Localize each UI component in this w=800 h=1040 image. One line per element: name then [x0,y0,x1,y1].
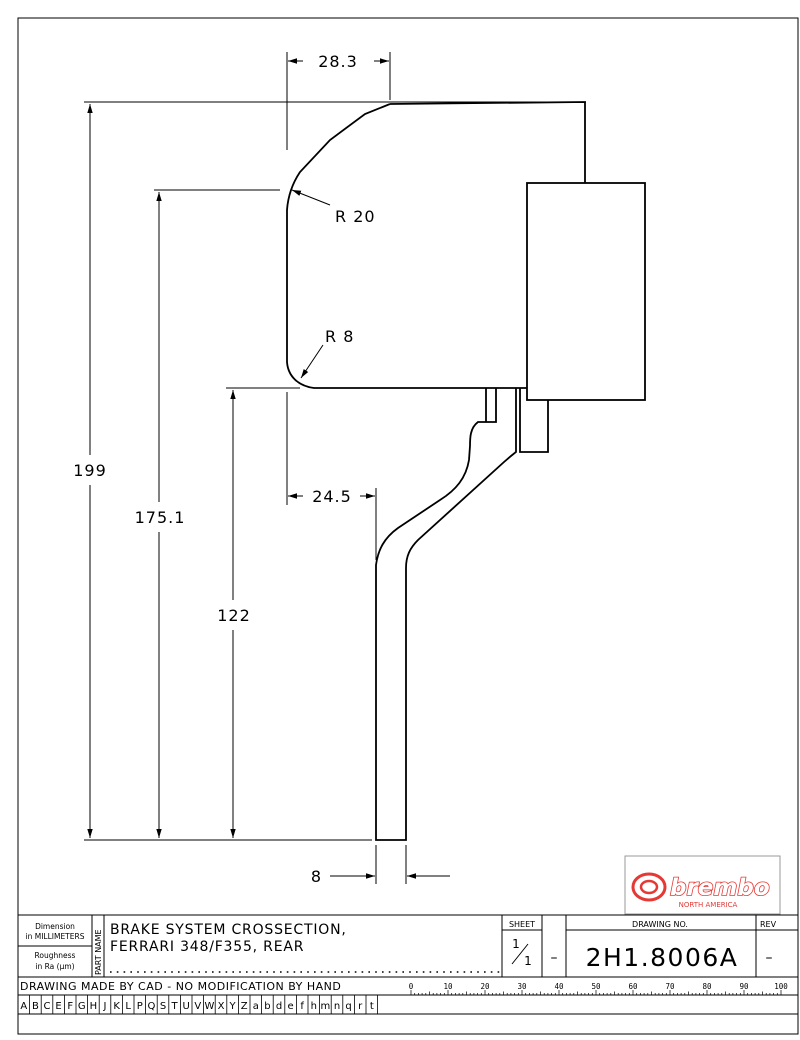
drawing-number: 2H1.8006A [586,943,739,972]
roughness-label: Roughness [35,951,76,960]
letter-glyph: e [288,1001,294,1012]
letter-glyph: P [137,1001,143,1012]
letter-glyph: Z [241,1001,248,1012]
brand-subtitle: NORTH AMERICA [679,901,738,909]
letter-glyph: T [171,1001,179,1012]
scale-label: 80 [702,982,712,991]
letter-glyph: d [276,1001,282,1012]
leader-r20 [291,189,331,206]
dimensions: 28.3 R 20 R 8 199 175.1 122 24.5 [73,52,586,886]
scale-label: 100 [774,982,788,991]
letter-glyph: Y [229,1001,237,1012]
dim-thickness: 8 [311,867,321,886]
letter-glyph: Q [147,1001,155,1012]
rev-value: – [766,950,773,966]
dim-radius-small: R 8 [325,327,354,346]
dim-offset-width: 24.5 [312,487,352,506]
letter-glyph: H [90,1001,98,1012]
letter-glyph: J [103,1001,107,1012]
letter-glyph: X [218,1001,225,1012]
dim-height-total: 199 [73,461,107,480]
letter-glyph: n [334,1001,340,1012]
part-name-line1: BRAKE SYSTEM CROSSECTION, [110,922,347,938]
letter-glyph: K [113,1001,120,1012]
letter-glyph: A [20,1001,27,1012]
letter-glyph: G [78,1001,86,1012]
letter-glyph: V [194,1001,201,1012]
letter-glyph: L [125,1001,131,1012]
sheet-label: SHEET [509,920,535,929]
letter-glyph: h [311,1001,317,1012]
scale-label: 70 [665,982,675,991]
scale-label: 60 [628,982,638,991]
scale-label: 0 [409,982,414,991]
dim-top-width: 28.3 [318,52,358,71]
letter-glyph: r [358,1001,363,1012]
letter-glyph: W [204,1001,214,1012]
brembo-logo: brembo NORTH AMERICA [624,855,781,915]
web-outline [375,388,517,841]
dim-height-mid: 175.1 [135,508,186,527]
letter-glyph: m [321,1001,331,1012]
rev-label: REV [760,920,777,929]
sheet-number: 1 [512,937,520,951]
letter-glyph: f [300,1001,304,1012]
scale-label: 50 [591,982,601,991]
scale-ruler: 0 10 20 30 40 50 60 70 80 90 100 [409,982,788,995]
letter-glyph: F [67,1001,73,1012]
letter-glyph: B [32,1001,39,1012]
caliper-block [526,182,646,401]
sheet-dash: – [551,950,558,966]
sheet-total: 1 [524,954,532,968]
drawing-no-label: DRAWING NO. [632,920,688,929]
letter-glyph: U [183,1001,190,1012]
letter-glyph: b [264,1001,270,1012]
letter-glyph: S [160,1001,166,1012]
scale-label: 90 [739,982,749,991]
letter-glyph: E [55,1001,61,1012]
cad-note: DRAWING MADE BY CAD - NO MODIFICATION BY… [20,980,341,993]
roughness-label-units: in Ra (µm) [35,962,74,971]
part-name-line2: FERRARI 348/F355, REAR [110,939,304,955]
part-name-label: PART NAME [94,929,103,975]
scale-label: 20 [480,982,490,991]
sheet-slash [511,943,529,965]
letter-glyph: q [345,1001,351,1012]
step-outline [519,388,549,453]
part-profile [286,101,646,841]
scale-label: 30 [517,982,527,991]
title-block: Dimension in MILLIMETERS Roughness in Ra… [18,914,798,1015]
letter-glyph: t [370,1001,374,1012]
sheet-border [17,17,799,1035]
scale-label: 40 [554,982,564,991]
dim-height-low: 122 [217,606,251,625]
letter-glyph: C [44,1001,51,1012]
logo-box [624,855,781,915]
dimension-label: Dimension [35,922,75,931]
brand-wordmark: brembo [670,875,770,901]
scale-label: 10 [443,982,453,991]
dim-radius-large: R 20 [335,207,376,226]
leader-r8 [300,344,324,379]
brembo-emblem-icon [631,872,667,902]
letter-glyph: a [253,1001,259,1012]
dimension-label-units: in MILLIMETERS [26,932,85,941]
